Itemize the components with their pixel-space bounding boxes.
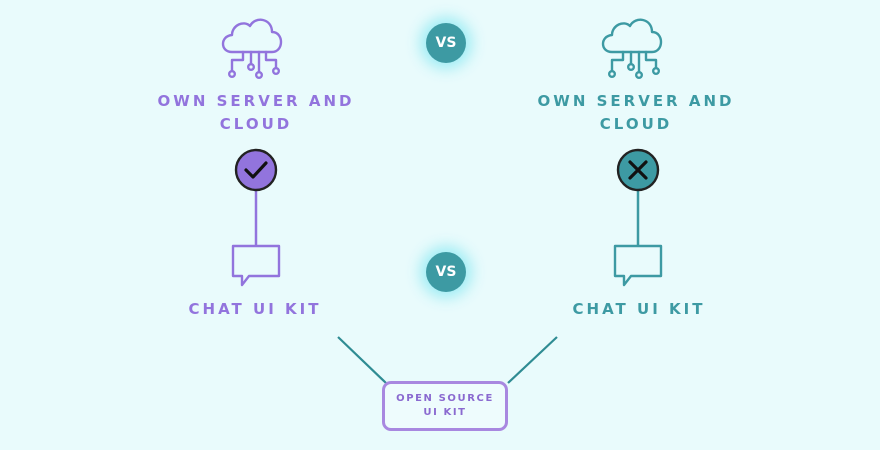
chat-bubble-icon [231,244,281,287]
right-diagonal-line [507,336,558,384]
chat-bubble-icon [613,244,663,287]
open-source-kit-box: OPEN SOURCE UI KIT [382,381,508,431]
left-kit-label: CHAT UI KIT [188,300,322,318]
cloud-server-icon [601,18,663,79]
right-server-label: OWN SERVER AND CLOUD [537,92,735,133]
open-source-kit-label: OPEN SOURCE UI KIT [396,393,494,418]
vs-badge-top: VS [426,23,466,63]
cloud-server-icon [221,18,283,79]
right-kit-label: CHAT UI KIT [572,300,706,318]
x-icon [616,148,660,192]
left-diagonal-line [337,336,387,384]
vs-label: VS [435,264,457,280]
vs-label: VS [435,35,457,51]
vs-badge-middle: VS [426,252,466,292]
left-server-label: OWN SERVER AND CLOUD [157,92,355,133]
check-icon [234,148,278,192]
